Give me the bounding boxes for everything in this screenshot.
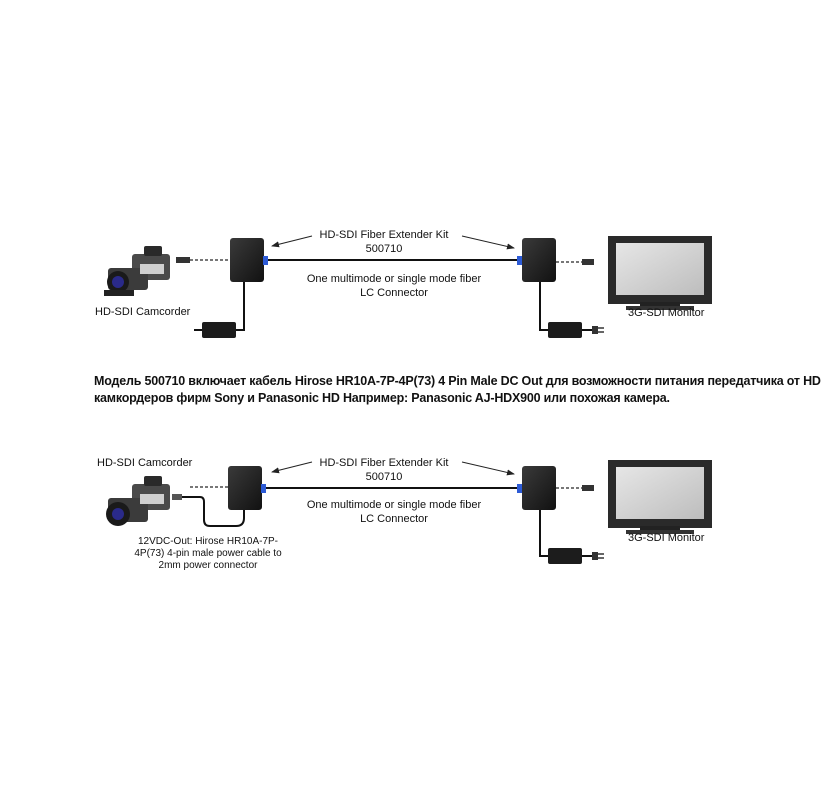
power-cable-line2: 4P(73) 4-pin male power cable to bbox=[134, 548, 282, 559]
pointer-arrow bbox=[461, 461, 515, 476]
fiber-label-line1: One multimode or single mode fiber bbox=[306, 273, 482, 285]
power-adapter-icon bbox=[539, 282, 582, 338]
hirose-cable-icon bbox=[172, 494, 245, 527]
diagram-1 bbox=[104, 235, 712, 338]
power-adapter-icon bbox=[194, 282, 245, 338]
transmitter-box-icon bbox=[230, 238, 268, 282]
pointer-arrow bbox=[461, 235, 515, 250]
power-cable-line1: 12VDC-Out: Hirose HR10A-7P- bbox=[137, 536, 279, 547]
pointer-arrow bbox=[271, 461, 313, 474]
diagram-2 bbox=[106, 460, 712, 564]
ac-plug-icon bbox=[582, 326, 604, 334]
diagram-stage: HD-SDI Fiber Extender Kit 500710 One mul… bbox=[94, 229, 821, 572]
fiber-label-line2: LC Connector bbox=[360, 287, 428, 299]
camcorder-icon bbox=[104, 246, 170, 296]
bnc-connector-icon bbox=[556, 485, 596, 491]
monitor-label: 3G-SDI Monitor bbox=[628, 307, 705, 319]
bnc-connector-icon bbox=[556, 259, 596, 265]
monitor-label: 3G-SDI Monitor bbox=[628, 532, 705, 544]
monitor-icon bbox=[608, 236, 712, 310]
fiber-label-line2: LC Connector bbox=[360, 513, 428, 525]
camcorder-icon bbox=[106, 476, 170, 526]
note-line2: камкордеров фирм Sony и Panasonic HD Нап… bbox=[94, 391, 670, 405]
kit-title: HD-SDI Fiber Extender Kit bbox=[319, 457, 449, 469]
receiver-box-icon bbox=[517, 238, 556, 282]
transmitter-box-icon bbox=[228, 466, 266, 510]
power-adapter-icon bbox=[539, 510, 582, 564]
camcorder-label: HD-SDI Camcorder bbox=[95, 306, 191, 318]
kit-number: 500710 bbox=[365, 471, 403, 483]
bnc-connector-icon bbox=[176, 257, 230, 263]
power-cable-caption: 12VDC-Out: Hirose HR10A-7P- 4P(73) 4-pin… bbox=[128, 536, 288, 572]
note-line1: Модель 500710 включает кабель Hirose HR1… bbox=[94, 374, 821, 388]
camcorder-label: HD-SDI Camcorder bbox=[97, 457, 193, 469]
fiber-label-line1: One multimode or single mode fiber bbox=[306, 499, 482, 511]
kit-title: HD-SDI Fiber Extender Kit bbox=[319, 229, 449, 241]
power-cable-line3: 2mm power connector bbox=[158, 560, 258, 571]
ac-plug-icon bbox=[582, 552, 604, 560]
monitor-icon bbox=[608, 460, 712, 534]
kit-number: 500710 bbox=[365, 243, 403, 255]
pointer-arrow bbox=[271, 235, 313, 248]
receiver-box-icon bbox=[517, 466, 556, 510]
